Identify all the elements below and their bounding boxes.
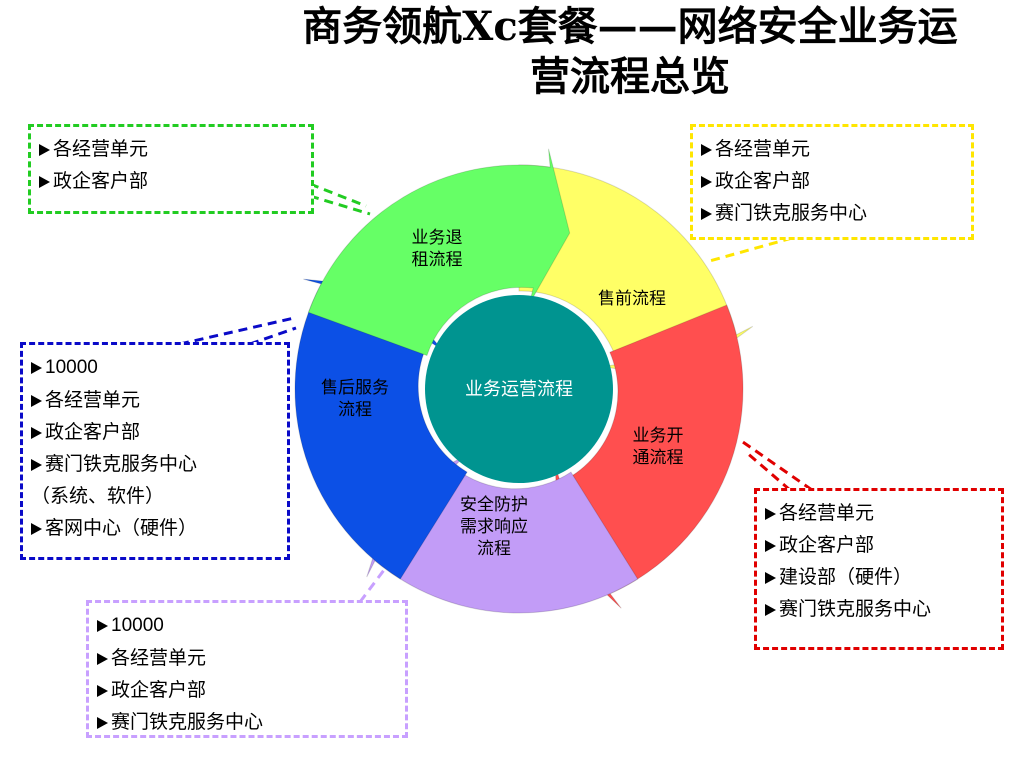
segment-label-presale: 售前流程	[598, 289, 666, 309]
yellow-box-item-text: 赛门铁克服务中心	[715, 202, 868, 224]
connector-blue-2	[249, 326, 297, 346]
connector-blue	[179, 316, 295, 346]
red-box-item-text: 政企客户部	[779, 534, 875, 556]
segment-label-security: 流程	[477, 539, 511, 559]
segment-label-activation: 业务开	[633, 426, 684, 446]
red-box-item: 各经营单元	[765, 497, 993, 529]
segment-label-activation: 通流程	[633, 448, 684, 468]
connector-green-2	[309, 182, 367, 208]
connector-lines	[179, 182, 813, 603]
blue-box-item: 政企客户部	[31, 416, 279, 448]
blue-box-item-text: 客网中心（硬件）	[45, 517, 198, 539]
segment-withdrawal	[307, 148, 571, 357]
purple-box-item-text: 赛门铁克服务中心	[111, 711, 264, 733]
red-box-item-text: 赛门铁克服务中心	[779, 598, 932, 620]
bullet-arrow-icon	[765, 540, 776, 552]
center-circle	[425, 295, 613, 483]
yellow-box-item-text: 政企客户部	[715, 170, 811, 192]
center-label: 业务运营流程	[465, 379, 573, 400]
bullet-arrow-icon	[765, 508, 776, 520]
blue-dashed-box: 10000 各经营单元政企客户部赛门铁克服务中心 （系统、软件） 客网中心（硬件）	[20, 342, 290, 560]
blue-box-item-text: （系统、软件）	[31, 485, 165, 507]
purple-box-item: 赛门铁克服务中心	[97, 706, 397, 738]
red-box-item-text: 各经营单元	[779, 502, 875, 524]
blue-box-item-text: 10000	[45, 357, 98, 378]
blue-box-item: （系统、软件）	[31, 480, 279, 512]
page-title: 商务领航Xc套餐——网络安全业务运 营流程总览	[240, 2, 1020, 102]
yellow-box-item: 政企客户部	[701, 165, 963, 197]
bullet-arrow-icon	[765, 572, 776, 584]
blue-box-list: 10000 各经营单元政企客户部赛门铁克服务中心 （系统、软件） 客网中心（硬件）	[31, 351, 279, 544]
blue-box-item: 各经营单元	[31, 384, 279, 416]
bullet-arrow-icon	[31, 362, 42, 374]
blue-box-item: 赛门铁克服务中心	[31, 448, 279, 480]
yellow-dashed-box: 各经营单元政企客户部赛门铁克服务中心	[690, 124, 974, 240]
segment-label-security: 需求响应	[460, 517, 528, 537]
segment-label-withdrawal: 租流程	[412, 250, 463, 270]
bullet-arrow-icon	[765, 604, 776, 616]
yellow-box-item: 赛门铁克服务中心	[701, 197, 963, 229]
blue-box-item-text: 政企客户部	[45, 421, 141, 443]
bullet-arrow-icon	[31, 427, 42, 439]
red-box-list: 各经营单元政企客户部建设部（硬件） 赛门铁克服务中心	[765, 497, 993, 625]
connector-red	[739, 438, 813, 492]
process-ring	[294, 148, 754, 614]
segment-label-aftersale: 售后服务	[321, 378, 389, 398]
connector-yellow	[705, 236, 793, 264]
bullet-arrow-icon	[701, 144, 712, 156]
connector-green	[309, 194, 371, 216]
green-box-item: 各经营单元	[39, 133, 303, 165]
bullet-arrow-icon	[31, 523, 42, 535]
green-box-item-text: 政企客户部	[53, 170, 149, 192]
page-title-line-1: 商务领航Xc套餐——网络安全业务运	[302, 3, 958, 50]
blue-box-item-text: 各经营单元	[45, 389, 141, 411]
red-box-item: 建设部（硬件）	[765, 561, 993, 593]
connector-purple	[358, 569, 386, 603]
purple-box-item-text: 10000	[111, 615, 164, 636]
bullet-arrow-icon	[31, 395, 42, 407]
red-box-item: 赛门铁克服务中心	[765, 593, 993, 625]
purple-box-item-text: 各经营单元	[111, 647, 207, 669]
page-title-line-2: 营流程总览	[530, 53, 730, 100]
blue-box-item: 客网中心（硬件）	[31, 512, 279, 544]
green-box-list: 各经营单元政企客户部	[39, 133, 303, 197]
segment-label-security: 安全防护	[460, 495, 528, 515]
blue-box-item: 10000	[31, 351, 279, 384]
purple-box-item: 政企客户部	[97, 674, 397, 706]
bullet-arrow-icon	[701, 176, 712, 188]
yellow-box-item-text: 各经营单元	[715, 138, 811, 160]
red-box-item-text: 建设部（硬件）	[779, 566, 913, 588]
bullet-arrow-icon	[39, 144, 50, 156]
yellow-box-list: 各经营单元政企客户部赛门铁克服务中心	[701, 133, 963, 229]
bullet-arrow-icon	[97, 620, 108, 632]
bullet-arrow-icon	[39, 176, 50, 188]
red-dashed-box: 各经营单元政企客户部建设部（硬件） 赛门铁克服务中心	[754, 488, 1004, 650]
segment-label-withdrawal: 业务退	[412, 228, 463, 248]
purple-box-item-text: 政企客户部	[111, 679, 207, 701]
yellow-box-item: 各经营单元	[701, 133, 963, 165]
green-box-item-text: 各经营单元	[53, 138, 149, 160]
purple-box-item: 各经营单元	[97, 642, 397, 674]
green-box-item: 政企客户部	[39, 165, 303, 197]
red-box-item: 政企客户部	[765, 529, 993, 561]
segment-label-aftersale: 流程	[338, 400, 372, 420]
bullet-arrow-icon	[701, 208, 712, 220]
purple-dashed-box: 10000 各经营单元政企客户部赛门铁克服务中心	[86, 600, 408, 738]
bullet-arrow-icon	[97, 717, 108, 729]
bullet-arrow-icon	[97, 653, 108, 665]
connector-red-2	[745, 450, 791, 492]
purple-box-item: 10000	[97, 609, 397, 642]
purple-box-list: 10000 各经营单元政企客户部赛门铁克服务中心	[97, 609, 397, 738]
bullet-arrow-icon	[31, 459, 42, 471]
bullet-arrow-icon	[97, 685, 108, 697]
blue-box-item-text: 赛门铁克服务中心	[45, 453, 198, 475]
green-dashed-box: 各经营单元政企客户部	[28, 124, 314, 214]
